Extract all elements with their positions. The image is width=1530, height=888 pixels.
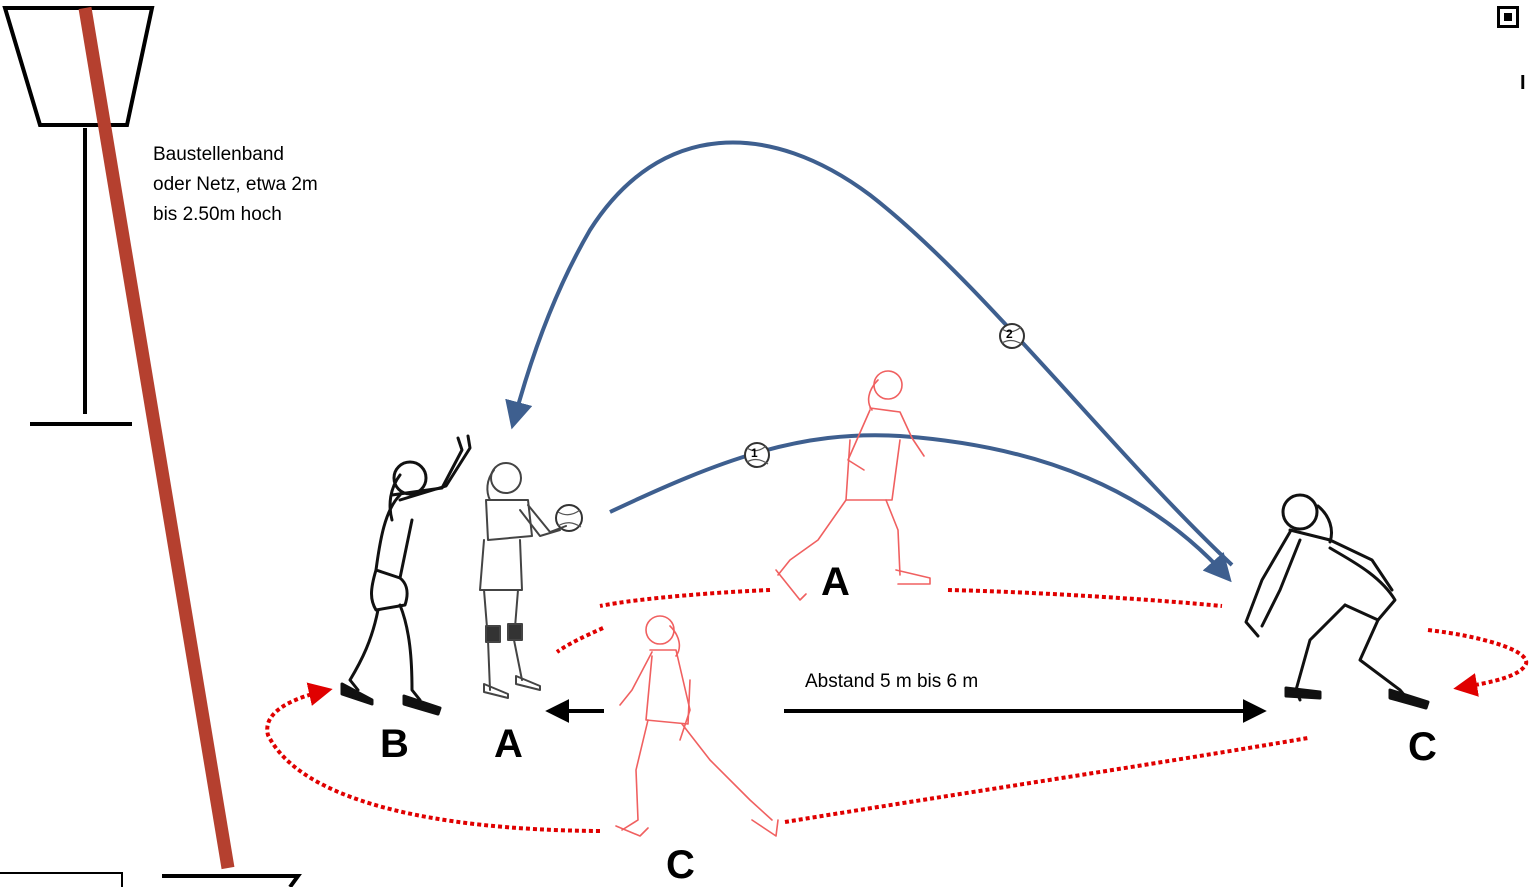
- run-path-top-left-short: [555, 626, 604, 654]
- pass-arcs: [505, 140, 1234, 583]
- run-path-right-loop: [1427, 628, 1529, 697]
- ball-2-number: 2: [1006, 327, 1013, 341]
- pass-2-arc: [505, 140, 1234, 567]
- player-b-figure: [340, 434, 472, 716]
- checkbox-icon[interactable]: [1497, 6, 1519, 28]
- distance-label: Abstand 5 m bis 6 m: [805, 671, 979, 692]
- player-a-figure: [479, 462, 567, 699]
- net-stand: [0, 6, 302, 887]
- run-path-left-loop: [265, 682, 601, 833]
- run-path-top-left: [599, 588, 771, 608]
- run-path-bottom: [784, 736, 1309, 824]
- tape-annotation-line-3: bis 2.50m hoch: [153, 204, 282, 225]
- construction-tape: [78, 6, 235, 870]
- player-c-label: C: [1408, 725, 1437, 769]
- player-c-figure: [1244, 493, 1430, 710]
- player-a-ghost-figure: [775, 370, 931, 601]
- bottom-left-box: [0, 872, 123, 887]
- player-b-label: B: [380, 722, 409, 766]
- player-a-run-label: A: [821, 560, 850, 604]
- stand-bottom-bucket: [162, 874, 302, 887]
- corner-letter: I: [1520, 72, 1526, 94]
- run-path-top-right: [947, 588, 1223, 608]
- tape-annotation-line-1: Baustellenband: [153, 144, 284, 165]
- run-paths: [265, 588, 1529, 833]
- ball-2-marker: [999, 323, 1025, 349]
- pass-1-arc: [609, 433, 1232, 583]
- player-c-run-label: C: [666, 843, 695, 887]
- tape-annotation: Baustellenband oder Netz, etwa 2m bis 2.…: [153, 140, 318, 230]
- stand-top-bucket: [2, 6, 155, 127]
- ball-1-marker: [744, 442, 770, 468]
- player-a-label: A: [494, 722, 523, 766]
- ball-1-number: 1: [751, 446, 758, 460]
- ball-held-marker: [555, 504, 583, 532]
- player-c-ghost-figure: [615, 615, 779, 837]
- tape-annotation-line-2: oder Netz, etwa 2m: [153, 174, 318, 195]
